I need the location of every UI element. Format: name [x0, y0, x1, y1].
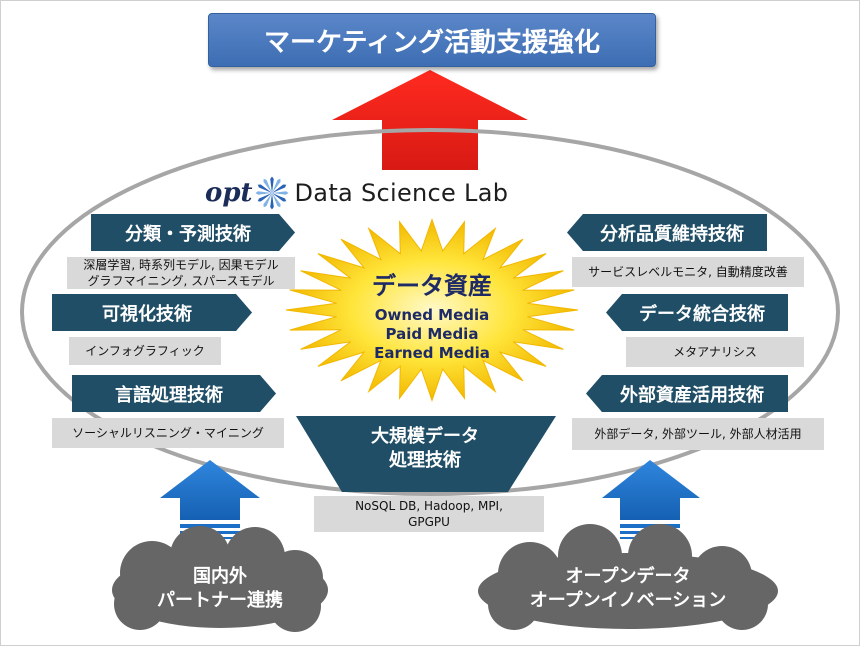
detail-quality-maintenance: サービスレベルモニタ, 自動精度改善	[572, 257, 804, 287]
cloud-line: オープンデータ	[565, 566, 691, 587]
cloud-line: オープンイノベーション	[529, 590, 727, 611]
bigdata-label: 大規模データ 処理技術	[315, 425, 535, 473]
detail-line: グラフマイニング, スパースモデル	[87, 274, 275, 288]
logo-brand: opt	[205, 178, 253, 208]
logo-lab-name: Data Science Lab	[294, 179, 509, 207]
bigdata-label-line: 大規模データ	[371, 426, 479, 447]
outer-ellipse	[20, 128, 840, 496]
tech-external-asset: 外部資産活用技術	[586, 375, 788, 412]
tech-visualization: 可視化技術	[52, 294, 252, 331]
bigdata-label-line: 処理技術	[389, 450, 461, 471]
data-asset-title: データ資産	[372, 272, 492, 300]
detail-classification-prediction: 深層学習, 時系列モデル, 因果モデルグラフマイニング, スパースモデル	[67, 257, 295, 289]
logo: opt Data Science Lab	[205, 175, 508, 211]
left-blue-arrow	[160, 460, 260, 539]
tech-data-integration: データ統合技術	[606, 294, 788, 331]
cloud-line: パートナー連携	[157, 590, 283, 611]
tech-language-processing: 言語処理技術	[72, 375, 276, 412]
detail-visualization: インフォグラフィック	[69, 337, 221, 365]
center-line-earned: Earned Media	[374, 344, 490, 362]
detail-line: 深層学習, 時系列モデル, 因果モデル	[83, 258, 279, 272]
tech-quality-maintenance: 分析品質維持技術	[567, 214, 767, 251]
cloud-open-label: オープンデータ オープンイノベーション	[498, 565, 758, 613]
left-cloud	[112, 526, 328, 632]
bigdata-trapezoid	[296, 416, 556, 492]
detail-line: NoSQL DB, Hadoop, MPI,	[355, 499, 503, 513]
data-asset-star	[285, 217, 579, 403]
opt-star-icon	[255, 176, 289, 210]
detail-line: GPGPU	[408, 515, 450, 529]
detail-bigdata: NoSQL DB, Hadoop, MPI, GPGPU	[314, 496, 544, 532]
detail-external-asset: 外部データ, 外部ツール, 外部人材活用	[572, 418, 824, 450]
red-up-arrow	[332, 70, 528, 170]
cloud-line: 国内外	[193, 566, 247, 587]
tech-classification-prediction: 分類・予測技術	[91, 214, 295, 251]
right-cloud	[478, 524, 778, 630]
center-line-paid: Paid Media	[385, 325, 479, 343]
main-title: マーケティング活動支援強化	[208, 13, 656, 67]
cloud-partner-label: 国内外 パートナー連携	[120, 565, 320, 613]
detail-language-processing: ソーシャルリスニング・マイニング	[52, 418, 284, 448]
center-line-owned: Owned Media	[374, 306, 490, 324]
detail-data-integration: メタアナリシス	[626, 337, 804, 367]
